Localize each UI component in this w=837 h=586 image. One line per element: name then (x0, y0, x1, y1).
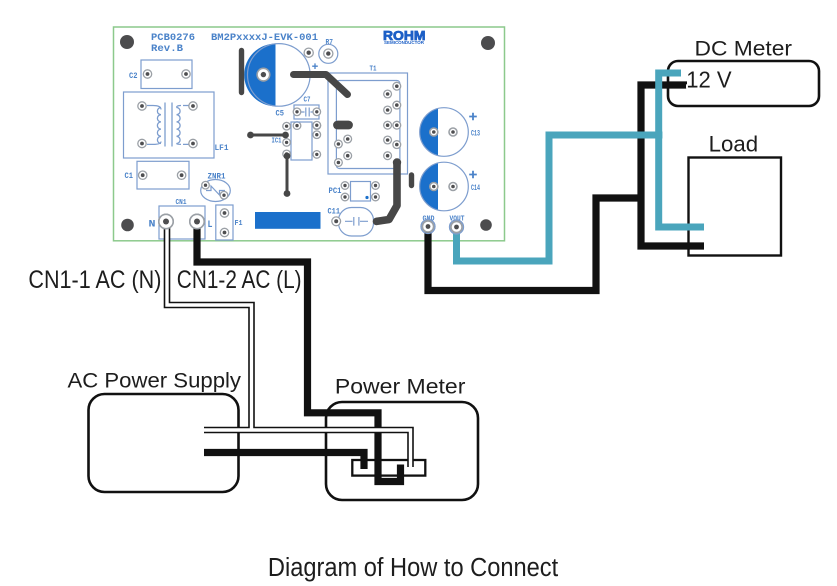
svg-text:C1: C1 (125, 172, 134, 181)
svg-text:C2: C2 (129, 72, 138, 81)
svg-text:PC1: PC1 (329, 187, 342, 196)
svg-text:ROHM: ROHM (383, 28, 426, 43)
svg-text:CN1-2 AC (L): CN1-2 AC (L) (177, 266, 302, 294)
svg-text:C5: C5 (276, 110, 285, 119)
svg-text:BM2PxxxxJ-EVK-001: BM2PxxxxJ-EVK-001 (211, 32, 318, 44)
svg-text:F1: F1 (235, 220, 243, 228)
svg-text:Load: Load (709, 132, 759, 157)
svg-text:C13: C13 (471, 130, 480, 139)
svg-text:Diagram of How to Connect: Diagram of How to Connect (268, 552, 559, 582)
svg-text:SEMICONDUCTOR: SEMICONDUCTOR (384, 40, 424, 45)
svg-text:T1: T1 (370, 65, 377, 73)
svg-text:AC Power Supply: AC Power Supply (68, 369, 242, 393)
svg-text:LF1: LF1 (215, 144, 229, 153)
svg-text:IC1: IC1 (272, 138, 282, 146)
svg-text:C7: C7 (304, 97, 311, 105)
svg-text:CN1: CN1 (176, 199, 187, 207)
svg-text:Rev.B: Rev.B (151, 43, 184, 55)
svg-text:N: N (149, 220, 156, 231)
svg-text:12 V: 12 V (686, 67, 732, 93)
svg-text:C11: C11 (328, 208, 341, 217)
svg-text:Power Meter: Power Meter (335, 374, 466, 399)
svg-text:C14: C14 (471, 184, 480, 193)
svg-text:ZNR1: ZNR1 (208, 173, 226, 182)
svg-text:PCB0276: PCB0276 (151, 32, 195, 44)
svg-text:CN1-1 AC (N): CN1-1 AC (N) (28, 266, 161, 294)
svg-text:R7: R7 (326, 39, 334, 47)
svg-text:L: L (208, 220, 213, 231)
svg-text:DC Meter: DC Meter (695, 37, 793, 60)
